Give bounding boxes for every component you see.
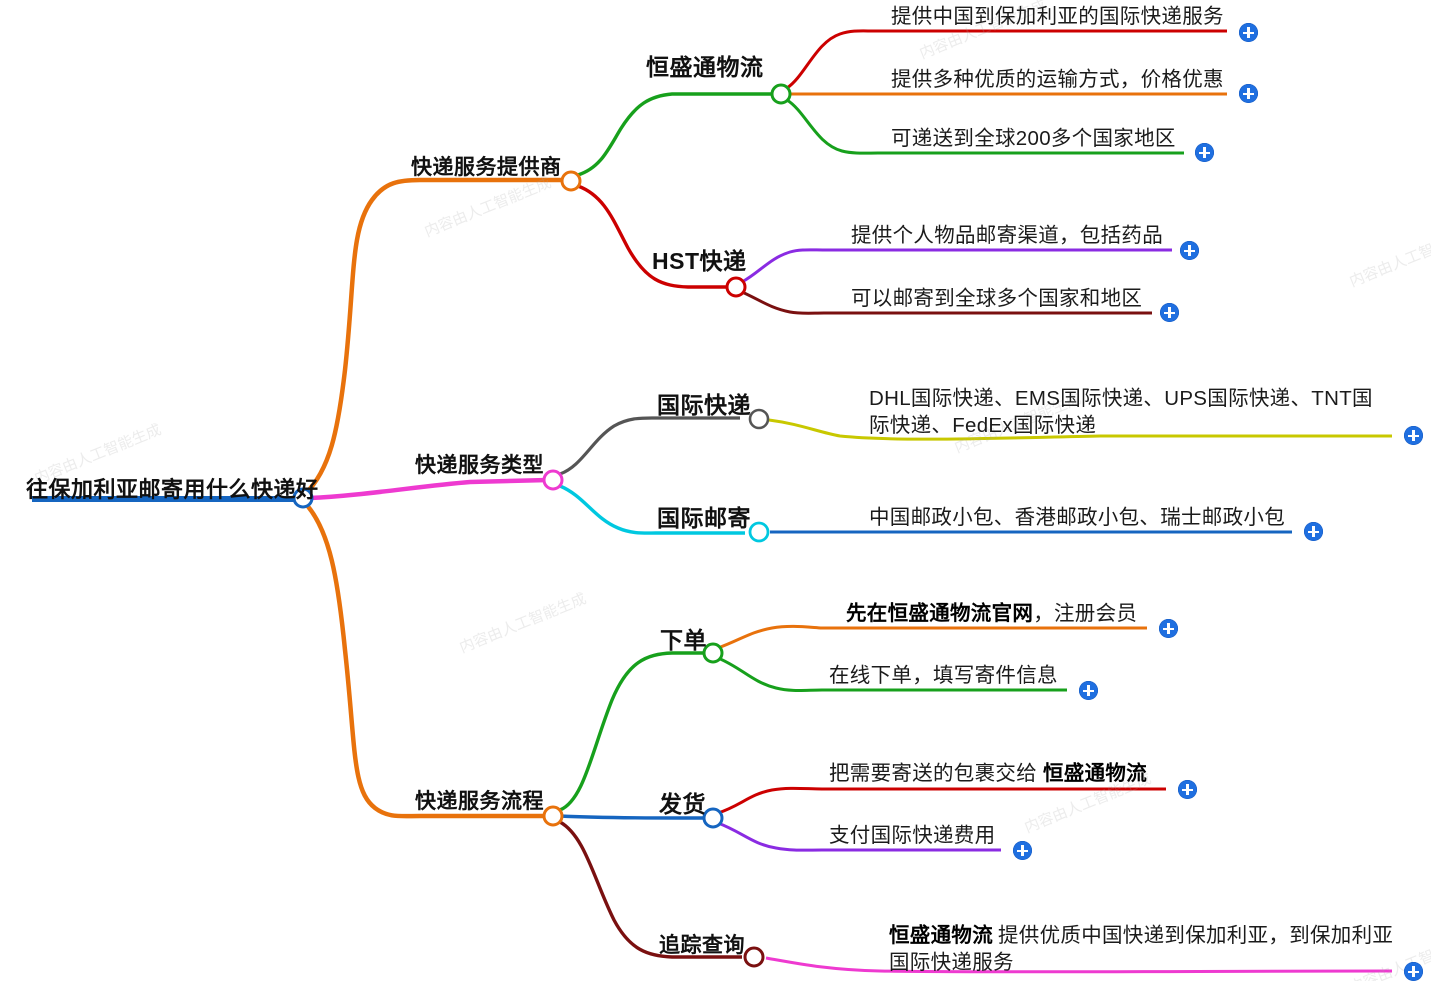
node-dot-track[interactable] bbox=[743, 946, 765, 968]
leaf-plain-text: ，注册会员 bbox=[1033, 602, 1138, 625]
leaf-label-provider-1-3[interactable]: 可递送到全球200多个国家地区 bbox=[891, 127, 1176, 150]
node-dot-process[interactable] bbox=[542, 805, 564, 827]
wire-root-to-provider bbox=[303, 177, 566, 496]
leaf-label-provider-1-1[interactable]: 提供中国到保加利亚的国际快递服务 bbox=[891, 5, 1224, 28]
leaf-label-provider-2-1[interactable]: 提供个人物品邮寄渠道，包括药品 bbox=[851, 224, 1163, 247]
wire-type-to-intl-express bbox=[559, 416, 740, 476]
leaf-label-process-3-1[interactable]: 恒盛通物流提供优质中国快递到保加利亚，到保加利亚国际快递服务 bbox=[889, 922, 1399, 977]
leaf-bold-text: 恒盛通物流 bbox=[1043, 762, 1147, 785]
branch-label-service-provider[interactable]: 快递服务提供商 bbox=[411, 156, 562, 179]
branch-label-service-process[interactable]: 快递服务流程 bbox=[415, 790, 544, 813]
leaf-label-process-2-1[interactable]: 把需要寄送的包裹交给恒盛通物流 bbox=[829, 762, 1147, 786]
expand-leaf-12-button[interactable] bbox=[1404, 962, 1423, 981]
node-label-track[interactable]: 追踪查询 bbox=[659, 934, 745, 957]
branch-label-service-type[interactable]: 快递服务类型 bbox=[415, 454, 544, 477]
expand-leaf-2-button[interactable] bbox=[1239, 84, 1258, 103]
expand-leaf-1-button[interactable] bbox=[1239, 23, 1258, 42]
node-dot-intl-express[interactable] bbox=[748, 408, 770, 430]
node-dot-hst-logistics[interactable] bbox=[770, 83, 792, 105]
wire-order-leaf-1 bbox=[717, 624, 1147, 650]
leaf-bold-text: 先在恒盛通物流官网 bbox=[846, 602, 1034, 625]
expand-leaf-7-button[interactable] bbox=[1304, 522, 1323, 541]
leaf-label-process-2-2[interactable]: 支付国际快递费用 bbox=[829, 824, 996, 847]
leaf-plain-text: 把需要寄送的包裹交给 bbox=[829, 762, 1037, 785]
leaf-label-type-1-1[interactable]: DHL国际快递、EMS国际快递、UPS国际快递、TNT国际快递、FedEx国际快… bbox=[869, 387, 1373, 438]
node-label-intl-express[interactable]: 国际快递 bbox=[657, 392, 751, 418]
wire-ship-leaf-1 bbox=[717, 786, 1166, 815]
watermark: 内容由人工智能生成 bbox=[1347, 224, 1431, 291]
leaf-label-provider-1-2[interactable]: 提供多种优质的运输方式，价格优惠 bbox=[891, 68, 1224, 91]
wire-process-to-order bbox=[559, 651, 706, 812]
leaf-label-type-2-1[interactable]: 中国邮政小包、香港邮政小包、瑞士邮政小包 bbox=[869, 506, 1285, 529]
expand-leaf-9-button[interactable] bbox=[1079, 681, 1098, 700]
leaf-label-provider-2-2[interactable]: 可以邮寄到全球多个国家和地区 bbox=[851, 287, 1143, 310]
expand-leaf-11-button[interactable] bbox=[1013, 841, 1032, 860]
wire-hst-leaf-1 bbox=[741, 248, 1172, 284]
expand-leaf-3-button[interactable] bbox=[1195, 143, 1214, 162]
node-dot-ship[interactable] bbox=[702, 807, 724, 829]
node-label-hst-express[interactable]: HST快递 bbox=[652, 248, 747, 274]
wire-provider-to-hst-logistics bbox=[577, 92, 775, 177]
watermark: 内容由人工智能生成 bbox=[422, 174, 554, 241]
expand-leaf-4-button[interactable] bbox=[1180, 241, 1199, 260]
leaf-bold-text: 恒盛通物流 bbox=[889, 924, 993, 947]
wire-root-to-process bbox=[303, 501, 548, 819]
node-label-ship[interactable]: 发货 bbox=[659, 791, 706, 817]
watermark: 内容由人工智能生成 bbox=[457, 590, 589, 657]
leaf-plain-text: 提供优质中国快递到保加利亚，到保加利亚国际快递服务 bbox=[889, 924, 1394, 975]
node-label-hst-logistics[interactable]: 恒盛通物流 bbox=[646, 54, 764, 80]
root-node-label[interactable]: 往保加利亚邮寄用什么快递好 bbox=[26, 477, 319, 502]
expand-leaf-5-button[interactable] bbox=[1160, 303, 1179, 322]
node-dot-type[interactable] bbox=[542, 469, 564, 491]
node-dot-provider[interactable] bbox=[560, 170, 582, 192]
node-label-intl-mail[interactable]: 国际邮寄 bbox=[657, 505, 751, 531]
node-label-order[interactable]: 下单 bbox=[660, 627, 707, 653]
expand-leaf-10-button[interactable] bbox=[1178, 780, 1197, 799]
node-dot-intl-mail[interactable] bbox=[748, 521, 770, 543]
wire-root-to-type bbox=[309, 477, 549, 501]
leaf-label-process-1-2[interactable]: 在线下单，填写寄件信息 bbox=[829, 664, 1058, 687]
expand-leaf-8-button[interactable] bbox=[1159, 619, 1178, 638]
leaf-label-process-1-1[interactable]: 先在恒盛通物流官网，注册会员 bbox=[846, 602, 1137, 626]
node-dot-hst-express[interactable] bbox=[725, 276, 747, 298]
expand-leaf-6-button[interactable] bbox=[1404, 426, 1423, 445]
